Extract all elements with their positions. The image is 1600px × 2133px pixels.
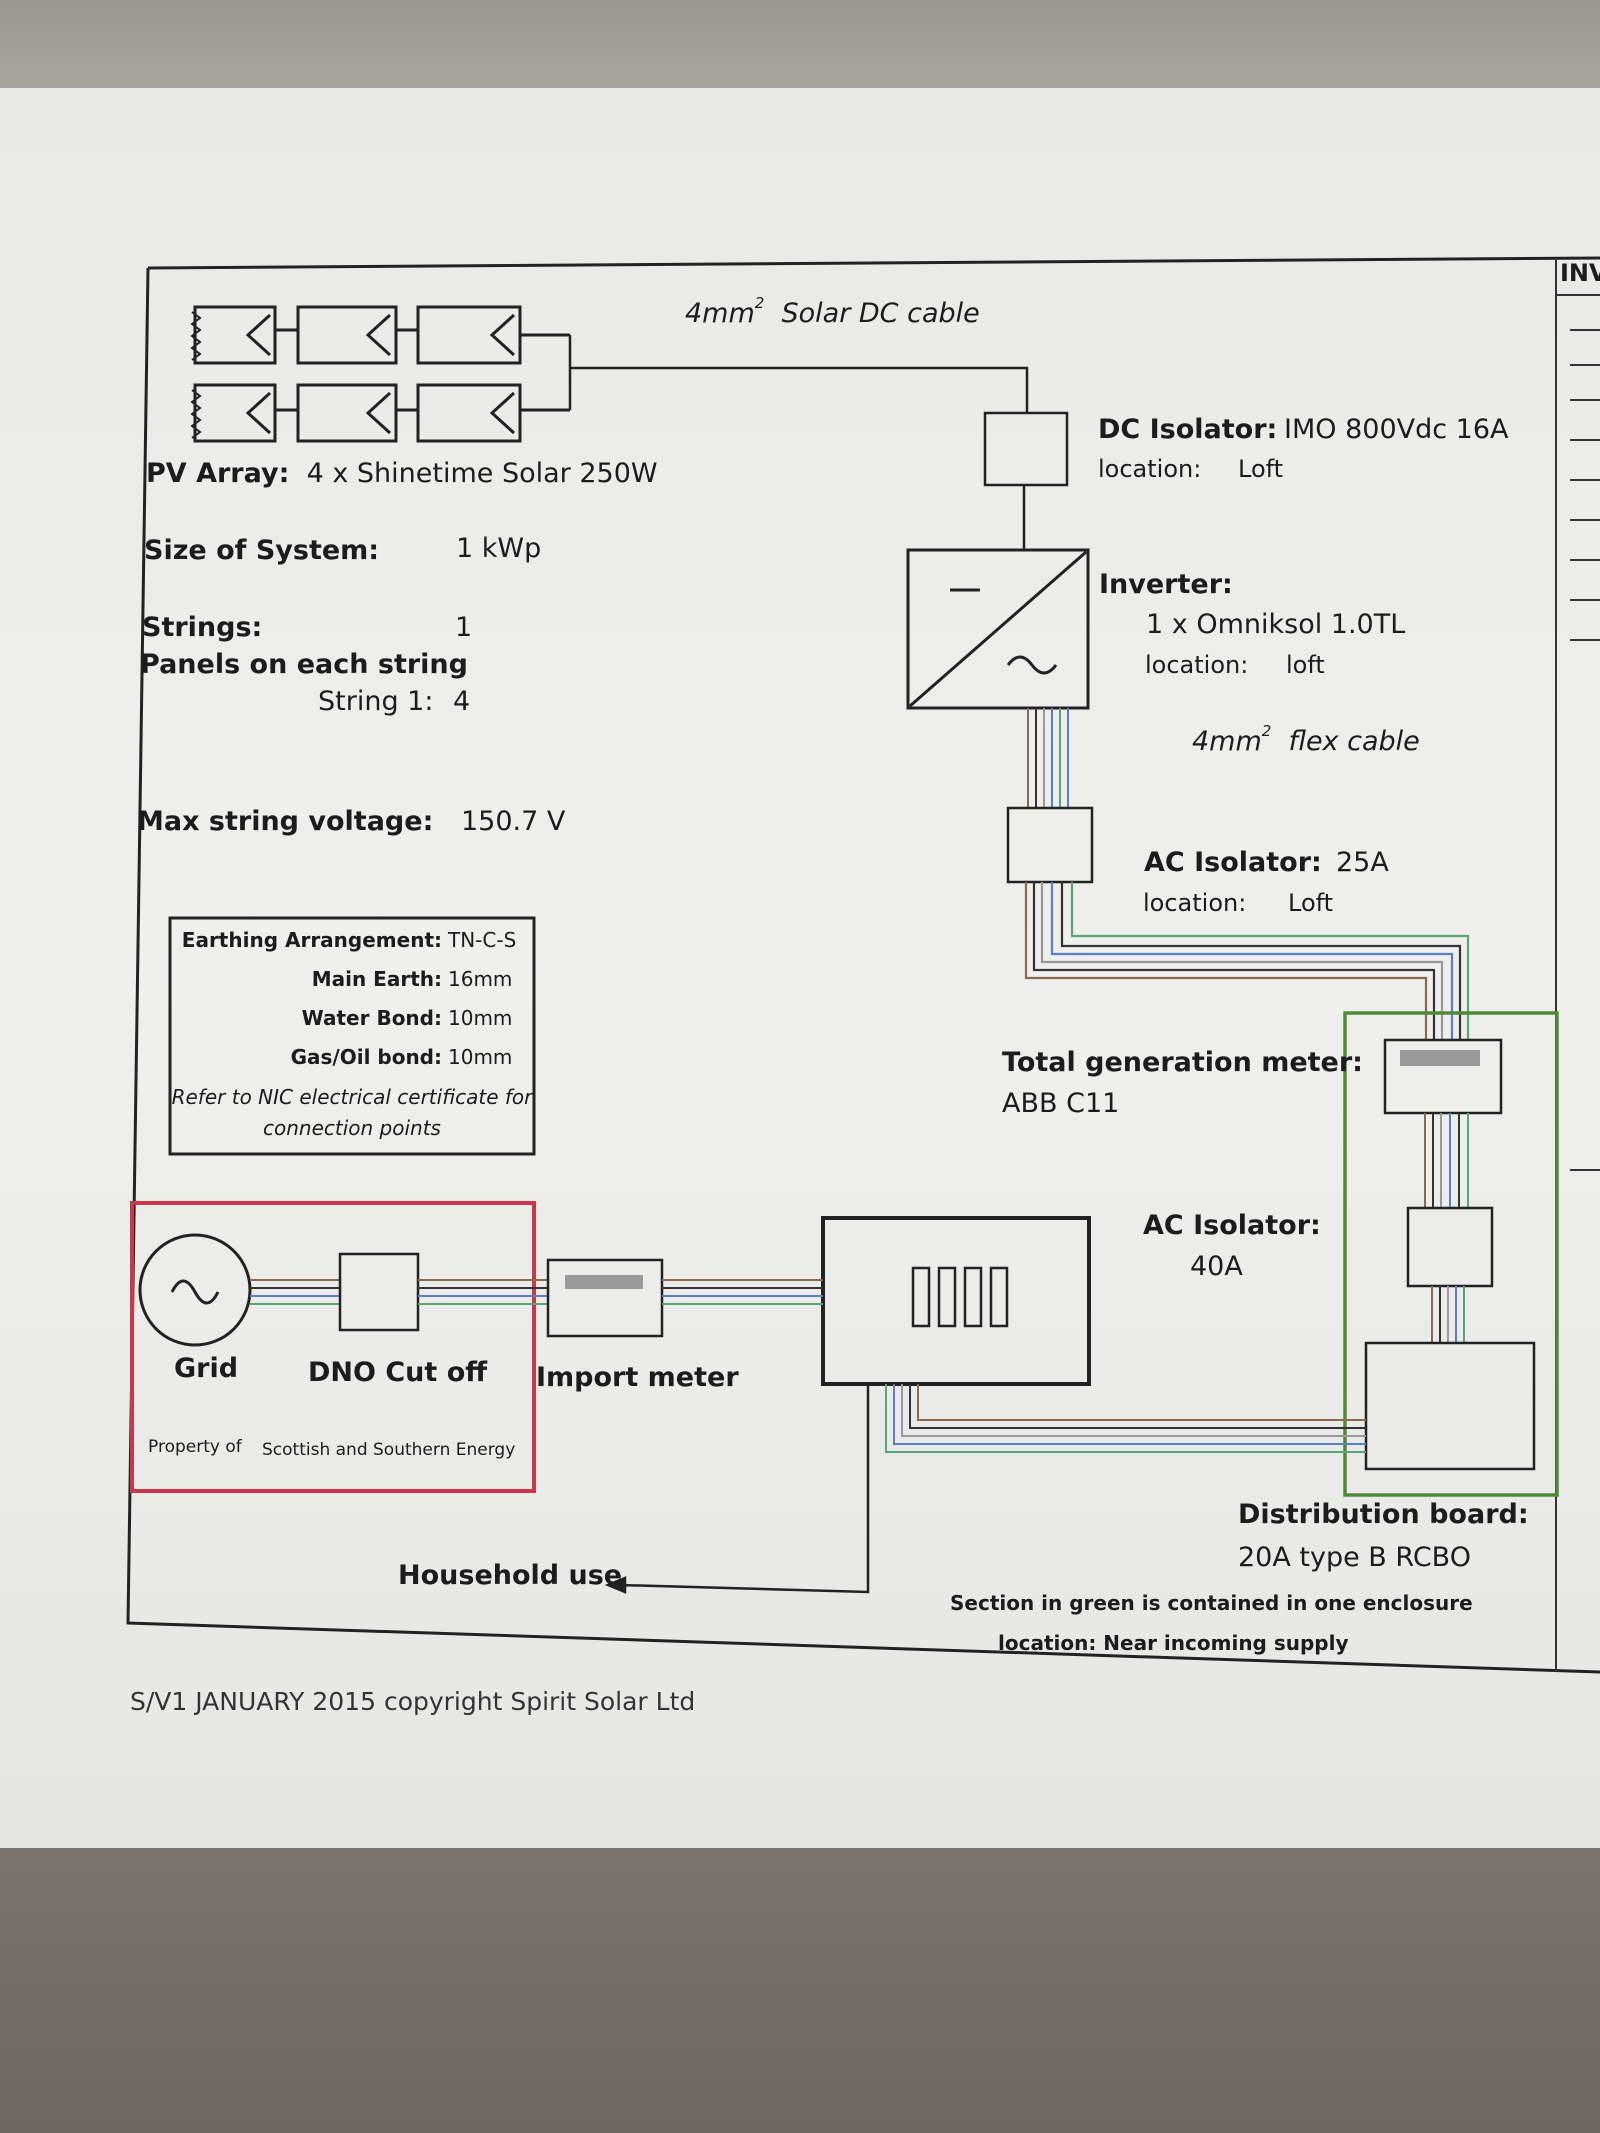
household-use-label: Household use xyxy=(398,1560,623,1591)
consumer-unit-box xyxy=(821,1216,1091,1386)
property-of-value: Scottish and Southern Energy xyxy=(262,1440,516,1460)
dc-cable xyxy=(568,335,1029,413)
ac-isolator-25a-location-label: location: xyxy=(1143,889,1247,917)
dc-isolator-location-label: location: xyxy=(1098,455,1202,483)
flex-cable-size: 4mm xyxy=(1192,726,1262,757)
dc-cable-sup: 2 xyxy=(754,294,765,312)
flex-cable-text: flex cable xyxy=(1288,726,1420,757)
ac-isolator-25a-location-value: Loft xyxy=(1288,889,1334,917)
household-use-line xyxy=(604,1384,870,1594)
distribution-board-box xyxy=(1364,1341,1536,1471)
dc-isolator-location-value: Loft xyxy=(1238,455,1284,483)
strings-label: Strings: xyxy=(142,612,263,643)
inverter-location-value: loft xyxy=(1286,651,1325,679)
grid-label: Grid xyxy=(174,1353,239,1384)
ac-isolator-25a-label: AC Isolator: xyxy=(1144,847,1322,878)
dno-cutoff-label: DNO Cut off xyxy=(308,1357,488,1388)
pv-array-value: 4 x Shinetime Solar 250W xyxy=(306,458,658,489)
strings-value: 1 xyxy=(455,612,473,643)
paper-sheet xyxy=(0,88,1600,1848)
inverter-label: Inverter: xyxy=(1099,569,1233,600)
max-string-voltage-label: Max string voltage: xyxy=(137,806,434,837)
pv-array-line: PV Array: 4 x Shinetime Solar 250W xyxy=(146,458,658,489)
dc-cable-label: 4mm2 Solar DC cable xyxy=(685,294,980,329)
size-of-system-value: 1 kWp xyxy=(456,533,542,564)
ac-cable-board-to-consumer xyxy=(885,1384,1366,1453)
property-of-label: Property of xyxy=(148,1437,242,1457)
dc-isolator-value: IMO 800Vdc 16A xyxy=(1284,414,1509,445)
distribution-board-value: 20A type B RCBO xyxy=(1238,1542,1471,1573)
grid-cable xyxy=(250,1279,340,1305)
gas-bond-label: Gas/Oil bond: xyxy=(180,1046,442,1069)
pv-array-label: PV Array: xyxy=(146,458,290,489)
ac-cable-isolator-to-board xyxy=(1431,1286,1465,1343)
earthing-note-line-1: Refer to NIC electrical certificate for xyxy=(171,1085,533,1109)
import-meter-box xyxy=(546,1258,664,1338)
main-earth-value: 16mm xyxy=(448,967,513,991)
panels-per-string-label: Panels on each string xyxy=(140,649,468,680)
footer-copyright: S/V1 JANUARY 2015 copyright Spirit Solar… xyxy=(130,1687,696,1716)
max-string-voltage-value: 150.7 V xyxy=(461,806,566,837)
dc-isolator-box xyxy=(983,411,1069,487)
enclosure-note: Section in green is contained in one enc… xyxy=(950,1591,1473,1615)
distribution-board-label: Distribution board: xyxy=(1238,1499,1529,1530)
gas-bond-label-text: Gas/Oil bond: xyxy=(290,1045,442,1069)
pv-panel-row-2 xyxy=(190,383,570,443)
size-of-system-label: Size of System: xyxy=(144,535,380,566)
inverter-value: 1 x Omniksol 1.0TL xyxy=(1146,609,1406,640)
string-1-label: String 1: xyxy=(318,686,434,717)
import-to-consumer-cable xyxy=(662,1279,823,1305)
side-table xyxy=(1555,258,1600,1672)
inverter-location-label: location: xyxy=(1145,651,1249,679)
carpet-background-top xyxy=(0,0,1600,100)
ac-isolator-40a-label: AC Isolator: xyxy=(1143,1210,1321,1241)
earthing-arrangement-label-text: Earthing Arrangement: xyxy=(181,928,442,952)
generation-meter-value: ABB C11 xyxy=(1002,1088,1120,1119)
generation-meter-box xyxy=(1383,1038,1503,1115)
earthing-arrangement-value: TN-C-S xyxy=(448,928,517,952)
diagram-border xyxy=(147,256,1600,270)
water-bond-label: Water Bond: xyxy=(180,1007,442,1030)
header-tab: INV xyxy=(1560,259,1600,287)
earthing-box xyxy=(168,916,536,1156)
ac-cable-inverter xyxy=(1027,708,1069,808)
main-earth-label-text: Main Earth: xyxy=(311,967,442,991)
flex-cable-label: 4mm2 flex cable xyxy=(1192,722,1420,757)
earthing-note-line-2: connection points xyxy=(263,1116,441,1140)
cutoff-to-import-cable xyxy=(418,1279,548,1305)
dc-cable-size: 4mm xyxy=(685,298,755,329)
ac-cable-to-meter xyxy=(1024,882,1470,1040)
dc-isolator-label: DC Isolator: xyxy=(1098,414,1278,445)
ac-cable-meter-to-isolator xyxy=(1424,1113,1469,1208)
grid-symbol xyxy=(138,1233,252,1347)
import-meter-label: Import meter xyxy=(536,1362,739,1393)
generation-meter-label: Total generation meter: xyxy=(1002,1047,1363,1078)
main-earth-label: Main Earth: xyxy=(180,968,442,991)
earthing-arrangement-label: Earthing Arrangement: xyxy=(180,929,442,952)
ac-isolator-25a-box xyxy=(1006,806,1094,884)
distribution-location: location: Near incoming supply xyxy=(998,1631,1349,1655)
string-1-value: 4 xyxy=(453,686,471,717)
gas-bond-value: 10mm xyxy=(448,1045,513,1069)
ac-isolator-40a-value: 40A xyxy=(1190,1251,1243,1282)
water-bond-value: 10mm xyxy=(448,1006,513,1030)
ac-isolator-40a-box xyxy=(1406,1206,1494,1288)
grid-property-box xyxy=(130,1201,536,1493)
inverter-symbol xyxy=(906,548,1090,710)
green-enclosure xyxy=(1343,1011,1559,1497)
dno-cutoff-box xyxy=(338,1252,420,1332)
water-bond-label-text: Water Bond: xyxy=(301,1006,442,1030)
pv-panel-row-1 xyxy=(190,305,570,365)
dc-cable-text: Solar DC cable xyxy=(781,298,980,329)
ac-isolator-25a-value: 25A xyxy=(1336,847,1389,878)
flex-cable-sup: 2 xyxy=(1261,722,1272,740)
